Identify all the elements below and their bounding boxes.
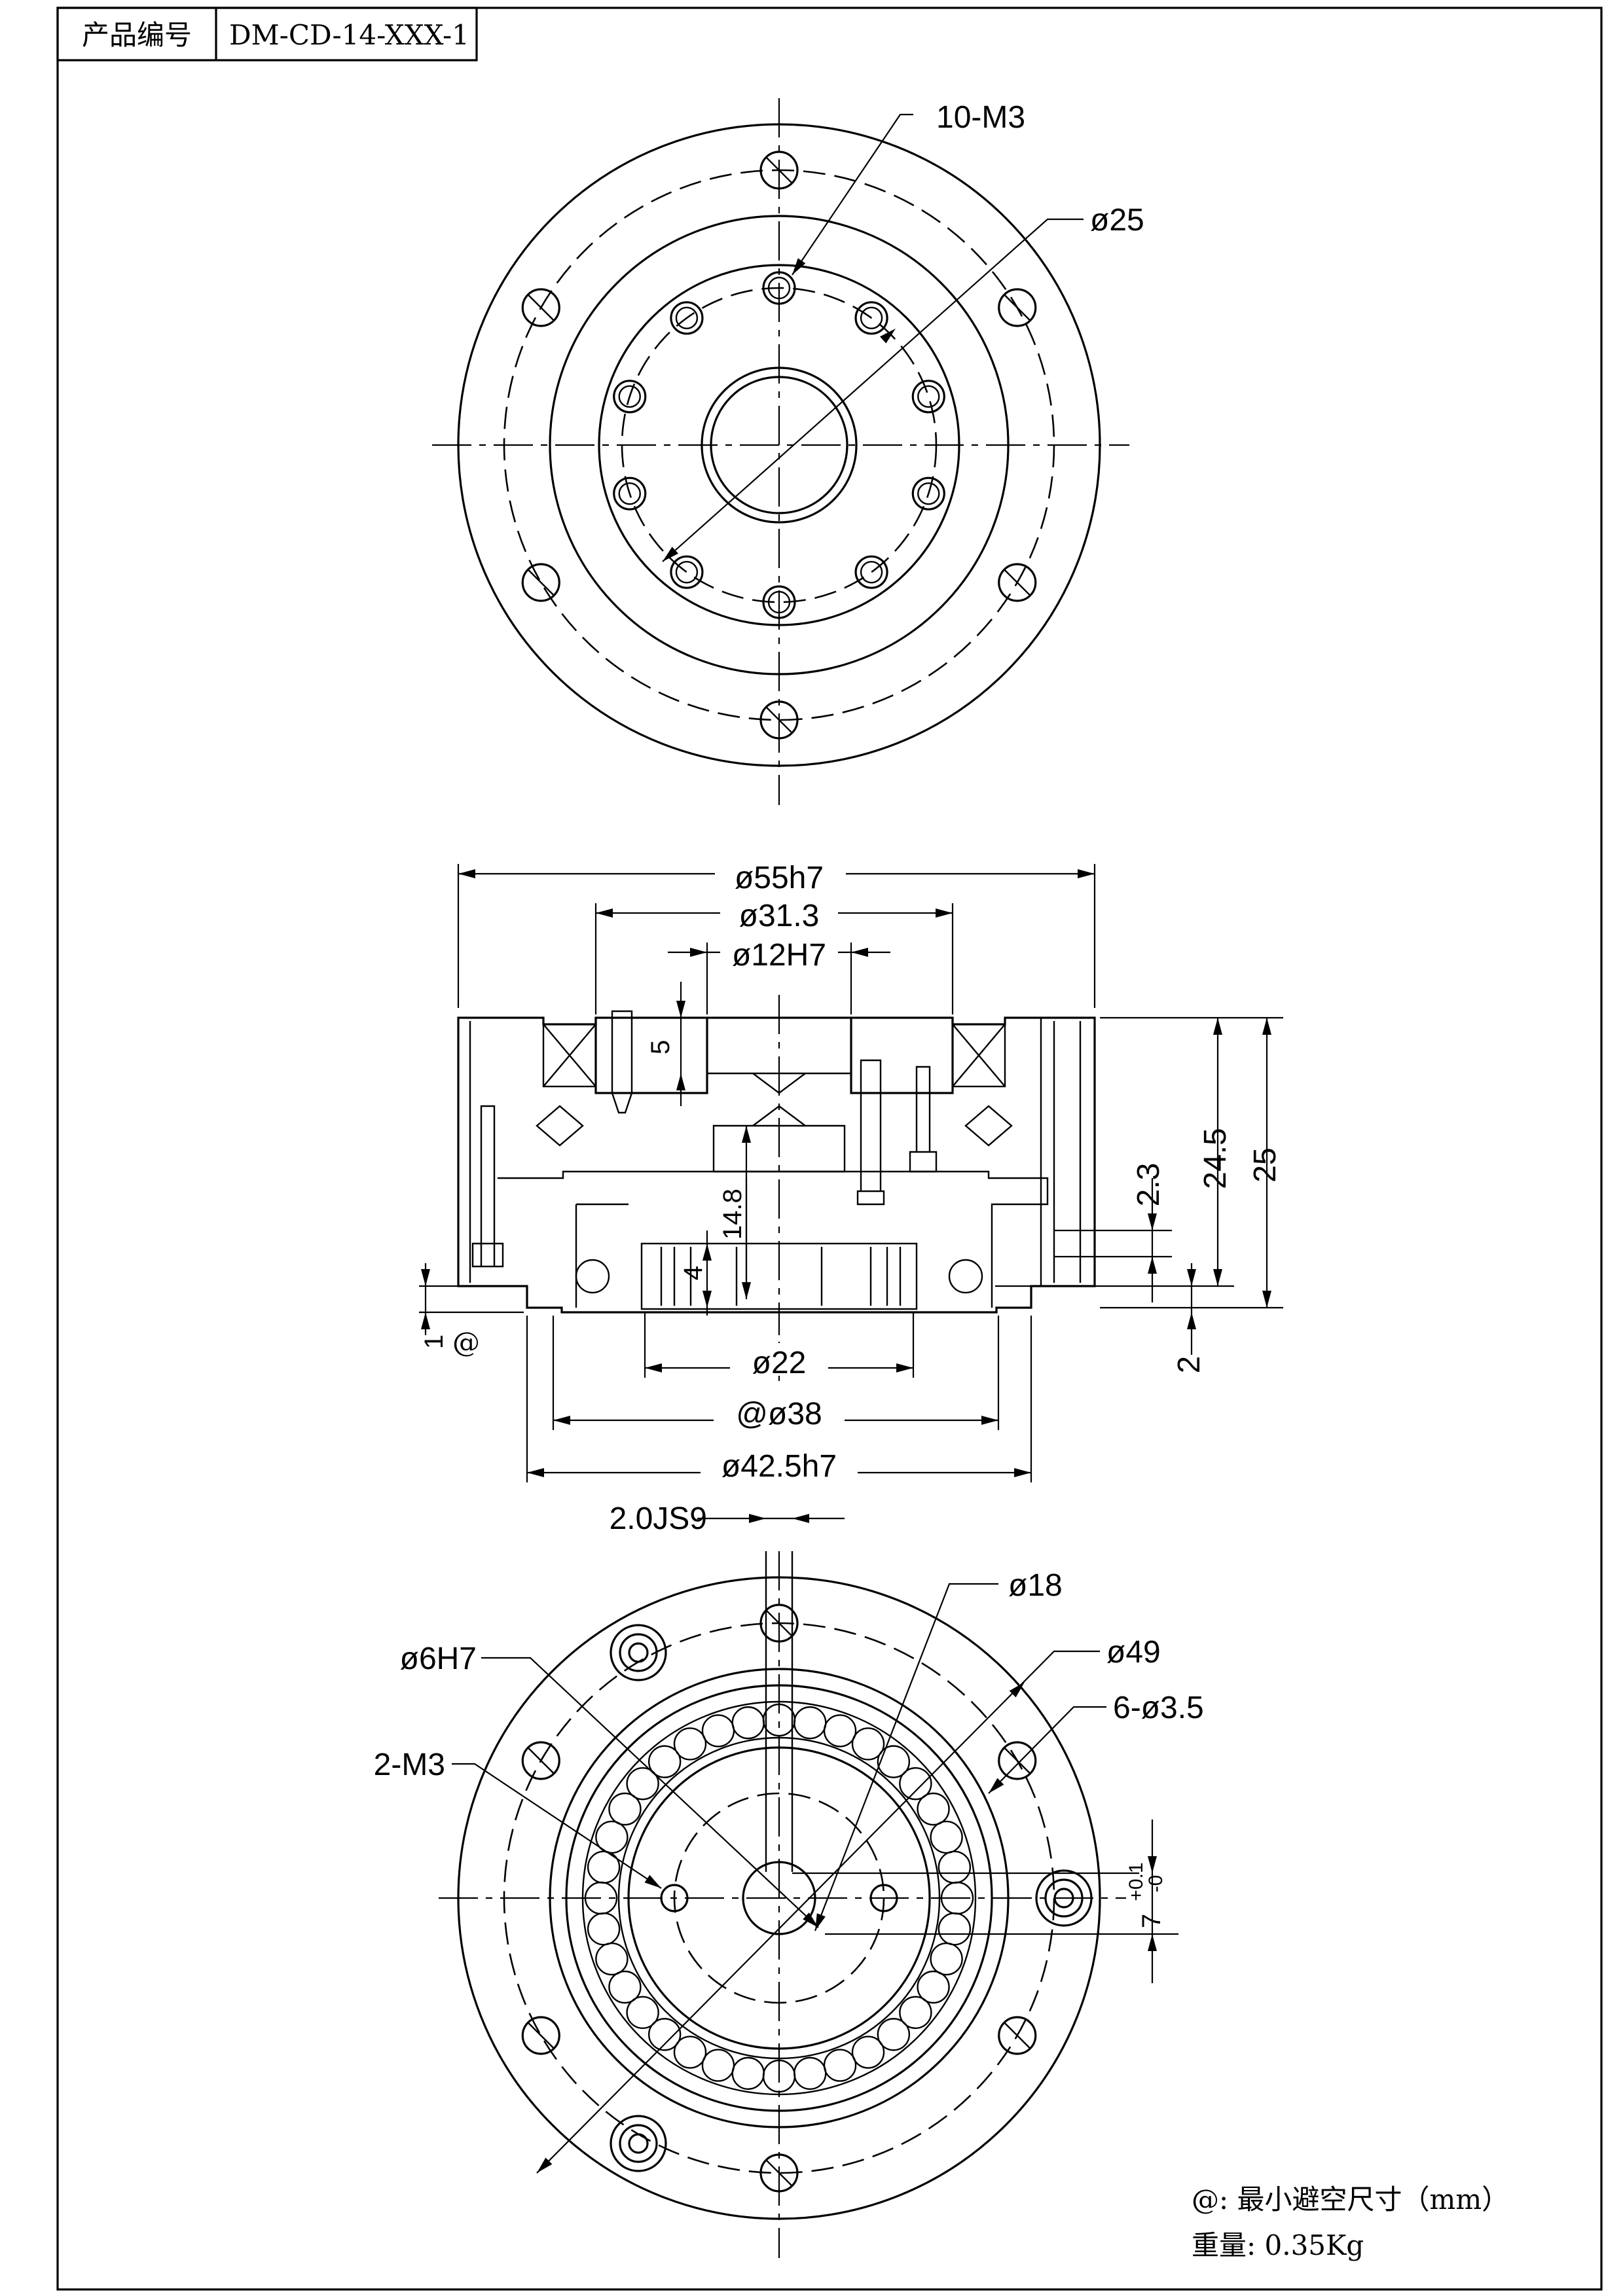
dim-dia-42-5: ø42.5h7 <box>721 1449 837 1484</box>
dim-2: 2 <box>1172 1356 1207 1374</box>
outer-hole <box>521 288 560 327</box>
roller <box>673 1727 707 1761</box>
dim-dia-12: ø12H7 <box>732 938 826 973</box>
housing-profile <box>457 1016 1096 1314</box>
sheet-border <box>56 7 1603 2291</box>
roller <box>701 1714 735 1748</box>
roller <box>608 1792 642 1826</box>
product-code: DM-CD-14-XXX-1 <box>229 19 469 51</box>
dim-2-3: 2.3 <box>1131 1163 1166 1207</box>
dim-key-depth-tol-minus: -0 <box>1145 1875 1167 1893</box>
product-label: 产品编号 <box>82 19 192 51</box>
dim-height-14-8: 14.8 <box>718 1189 747 1240</box>
through-hole <box>998 1741 1037 1780</box>
dim-key-depth-tol-plus: +0.1 <box>1125 1862 1147 1901</box>
label-10-m3: 10-M3 <box>936 100 1025 135</box>
note-avoid-dimension: @: 最小避空尺寸（mm） <box>1192 2183 1509 2215</box>
threaded-hole <box>670 301 704 335</box>
roller <box>587 1912 621 1946</box>
roller <box>587 1850 621 1884</box>
note-weight: 重量: 0.35Kg <box>1192 2229 1364 2261</box>
title-block: 产品编号 DM-CD-14-XXX-1 <box>56 7 478 62</box>
dim-key-width: 2.0JS9 <box>610 1501 707 1536</box>
threaded-hole <box>613 380 647 414</box>
roller <box>930 1942 963 1976</box>
dim-dia-55: ø55h7 <box>735 861 824 895</box>
dim-height-4: 4 <box>679 1266 708 1280</box>
dim-dia-18: ø18 <box>1008 1568 1063 1603</box>
roller <box>626 1767 659 1801</box>
roller <box>731 1706 765 1740</box>
roller <box>851 1727 885 1761</box>
outer-hole <box>759 151 799 190</box>
dim-dia-38: @ø38 <box>736 1397 822 1431</box>
roller <box>823 2049 857 2082</box>
roller <box>647 1745 682 1778</box>
top-view: 10-M3 ø25 <box>432 98 1144 805</box>
roller <box>899 1767 932 1801</box>
threaded-hole <box>762 585 796 619</box>
roller <box>793 1706 827 1740</box>
outer-hole <box>998 288 1037 327</box>
threaded-hole <box>854 555 888 589</box>
dim-25: 25 <box>1248 1147 1283 1182</box>
section-view: ø55h7 ø31.3 ø12H7 5 14.8 4 <box>419 856 1283 1484</box>
roller <box>608 1970 642 2004</box>
threaded-hole <box>911 380 945 414</box>
bottom-view: 2.0JS9 ø18 ø49 6-ø3.5 ø6H7 2-M3 7 +0.1 -… <box>374 1501 1204 2258</box>
roller <box>877 2018 911 2051</box>
roller <box>938 1850 972 1884</box>
dim-key-depth: 7 <box>1137 1914 1166 1928</box>
threaded-hole <box>613 476 647 511</box>
threaded-hole <box>762 271 796 305</box>
roller <box>917 1970 950 2004</box>
dim-depth-5: 5 <box>646 1040 675 1054</box>
outer-hole <box>759 700 799 740</box>
roller <box>930 1820 963 1854</box>
roller <box>701 2049 735 2082</box>
label-pcd-25: ø25 <box>1090 203 1144 238</box>
outer-hole <box>521 563 560 602</box>
roller <box>851 2036 885 2069</box>
roller <box>938 1912 972 1946</box>
roller <box>595 1942 629 1976</box>
roller <box>595 1820 629 1854</box>
roller <box>673 2036 707 2069</box>
roller <box>647 2018 682 2051</box>
outer-mounting-holes <box>521 151 1037 740</box>
dim-holes-6: 6-ø3.5 <box>1113 1691 1204 1725</box>
threaded-hole <box>911 476 945 511</box>
dim-dia-22: ø22 <box>752 1346 807 1380</box>
dim-thread-2-m3: 2-M3 <box>374 1748 445 1782</box>
notes: @: 最小避空尺寸（mm） 重量: 0.35Kg <box>1192 2183 1509 2261</box>
roller <box>793 2056 827 2090</box>
inner-threaded-holes <box>613 271 945 619</box>
dim-dia-6: ø6H7 <box>400 1641 477 1676</box>
roller <box>731 2056 765 2090</box>
dim-dia-31-3: ø31.3 <box>739 899 820 933</box>
roller <box>917 1792 950 1826</box>
roller <box>823 1714 857 1748</box>
outer-hole <box>998 563 1037 602</box>
roller <box>877 1745 911 1778</box>
dim-24-5: 24.5 <box>1198 1128 1233 1189</box>
roller <box>899 1996 932 2030</box>
dim-1: 1 <box>420 1335 448 1349</box>
threaded-hole <box>854 301 888 335</box>
through-hole <box>521 1741 560 1780</box>
dim-dia-49: ø49 <box>1106 1635 1161 1670</box>
roller <box>626 1996 659 2030</box>
dim-1-mark: @ <box>452 1326 480 1358</box>
threaded-hole <box>670 555 704 589</box>
through-hole <box>998 2016 1037 2055</box>
through-hole <box>521 2016 560 2055</box>
